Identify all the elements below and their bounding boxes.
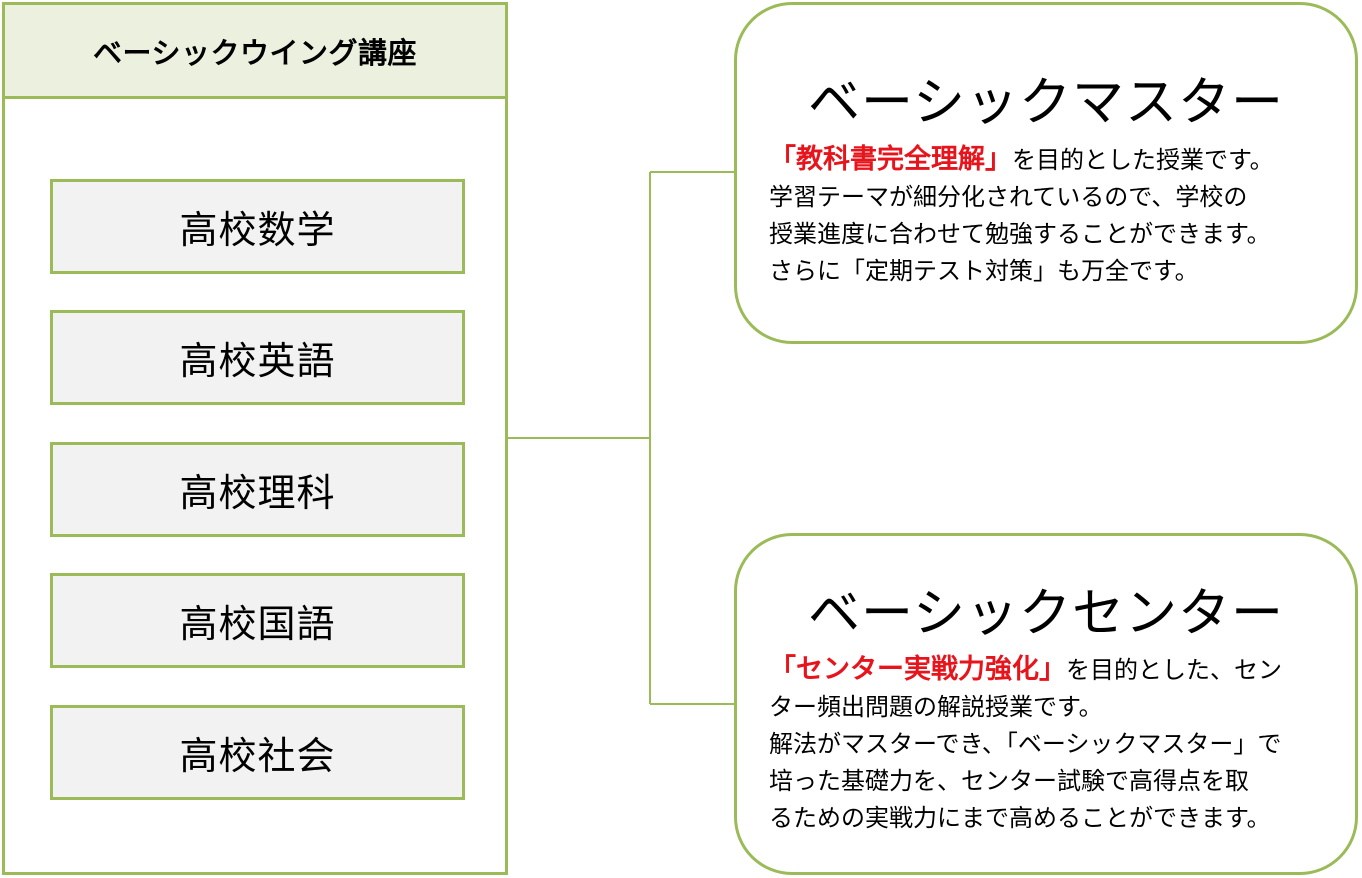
course-panel: ベーシックウイング講座 高校数学 高校英語 高校理科 高校国語 高校社会 bbox=[2, 2, 508, 875]
course-japanese[interactable]: 高校国語 bbox=[50, 573, 465, 668]
course-math[interactable]: 高校数学 bbox=[50, 179, 465, 274]
basic-master-description: 「教科書完全理解」を目的とした授業です。 学習テーマが細分化されているので、学校… bbox=[769, 141, 1335, 290]
basic-master-title: ベーシックマスター bbox=[808, 73, 1284, 133]
panel-title: ベーシックウイング講座 bbox=[5, 5, 505, 99]
basic-master-text: を目的とした授業です。 学習テーマが細分化されているので、学校の 授業進度に合わ… bbox=[769, 146, 1274, 285]
basic-center-highlight: 「センター実戦力強化」 bbox=[769, 654, 1066, 685]
course-science[interactable]: 高校理科 bbox=[50, 442, 465, 537]
basic-center-text: を目的とした、セン ター頻出問題の解説授業です。 解法がマスターでき、「ベーシッ… bbox=[769, 656, 1282, 832]
basic-center-description: 「センター実戦力強化」を目的とした、セン ター頻出問題の解説授業です。 解法がマ… bbox=[769, 651, 1335, 837]
basic-master-box: ベーシックマスター 「教科書完全理解」を目的とした授業です。 学習テーマが細分化… bbox=[734, 2, 1358, 344]
basic-center-box: ベーシックセンター 「センター実戦力強化」を目的とした、セン ター頻出問題の解説… bbox=[734, 533, 1358, 875]
course-english[interactable]: 高校英語 bbox=[50, 310, 465, 405]
course-social[interactable]: 高校社会 bbox=[50, 705, 465, 800]
basic-center-title: ベーシックセンター bbox=[808, 584, 1284, 644]
basic-master-highlight: 「教科書完全理解」 bbox=[769, 144, 1012, 175]
